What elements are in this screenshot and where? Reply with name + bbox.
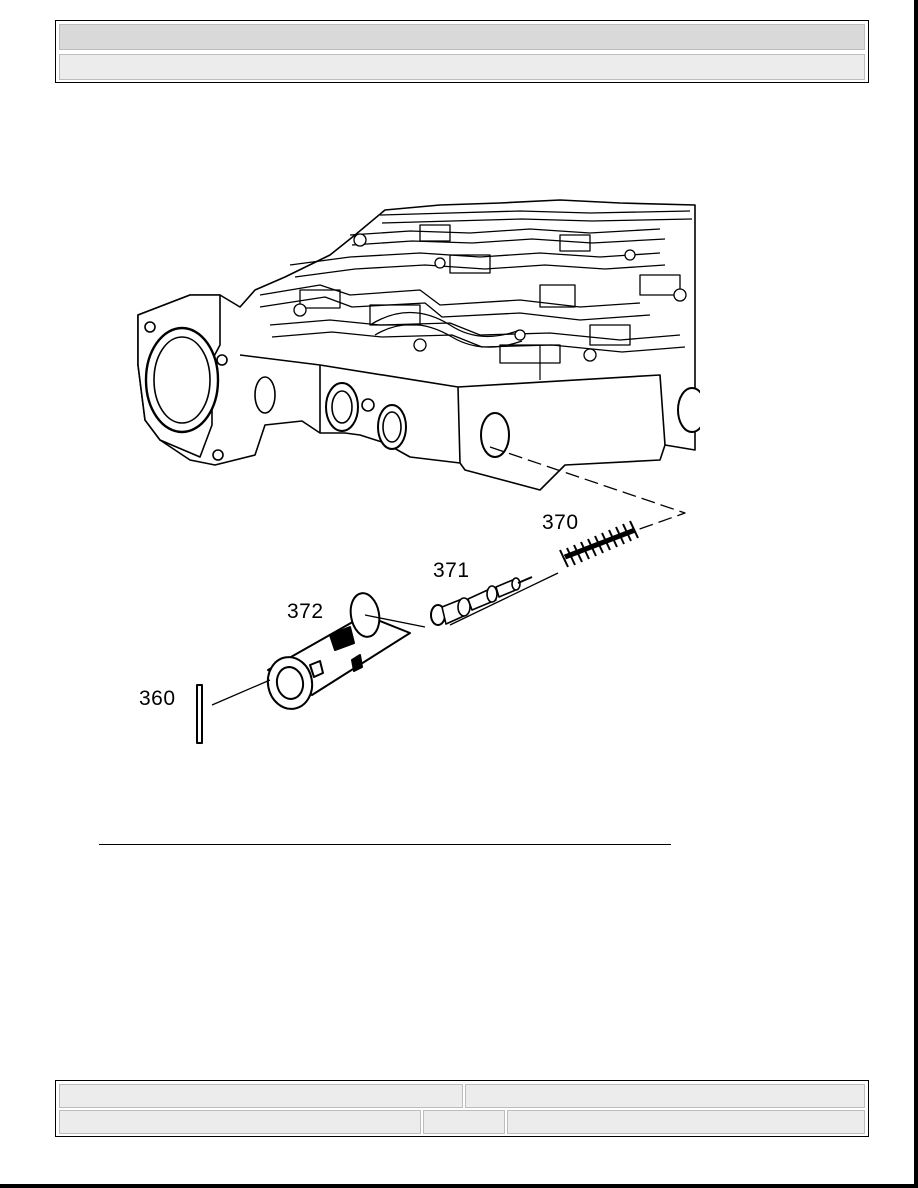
footer-left-top bbox=[59, 1084, 463, 1108]
callout-372: 372 bbox=[287, 600, 324, 623]
header-subtitle-bar bbox=[59, 54, 865, 80]
footer bbox=[55, 1080, 869, 1137]
callout-370: 370 bbox=[542, 511, 579, 534]
footer-left-bottom bbox=[59, 1110, 421, 1134]
sleeve-372 bbox=[266, 592, 426, 710]
header bbox=[55, 20, 869, 83]
spring-370 bbox=[559, 520, 639, 568]
valve-body-casting bbox=[137, 199, 707, 491]
valve-body-drawing bbox=[137, 199, 707, 744]
header-title-bar bbox=[59, 24, 865, 50]
assembly-centerline bbox=[489, 446, 686, 558]
valve-371 bbox=[430, 572, 559, 626]
footer-right-bottom bbox=[507, 1110, 865, 1134]
footer-middle-bottom bbox=[423, 1110, 505, 1134]
callout-371: 371 bbox=[433, 559, 470, 582]
callout-360: 360 bbox=[139, 687, 176, 710]
footer-right-top bbox=[465, 1084, 865, 1108]
retaining-pin-360 bbox=[196, 679, 271, 744]
separator-rule bbox=[99, 844, 671, 845]
exploded-view-illustration: 370 371 372 360 bbox=[120, 195, 707, 765]
